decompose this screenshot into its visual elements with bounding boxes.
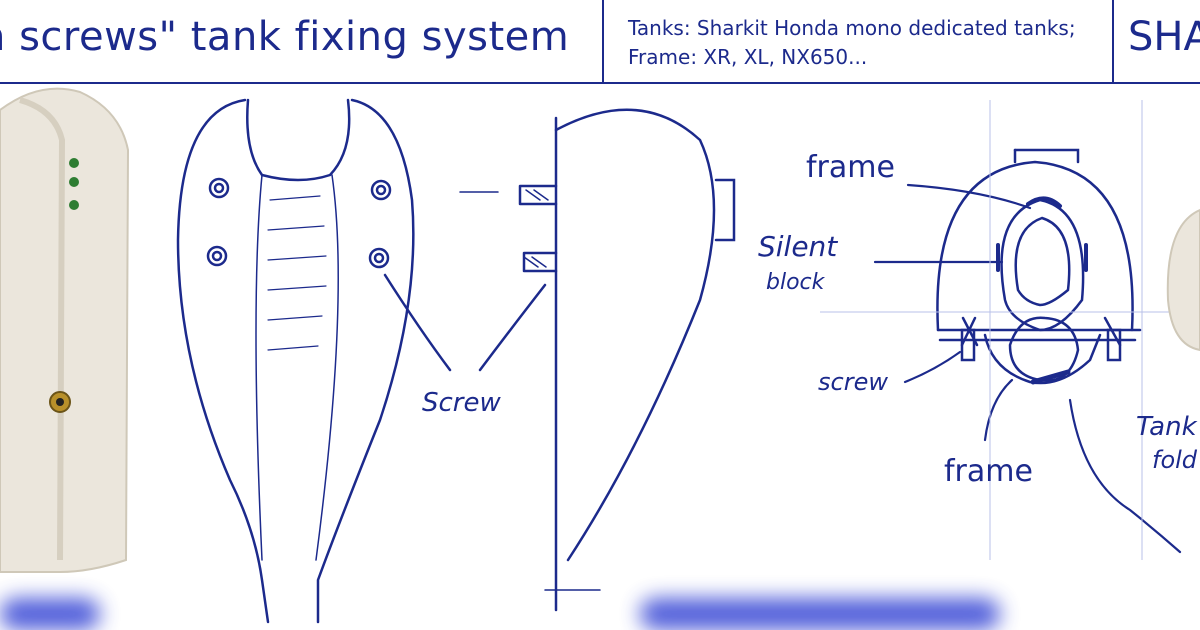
tank-cross-section: [936, 148, 1142, 385]
label-screw-section: screw: [818, 368, 888, 396]
label-block: block: [766, 270, 825, 295]
header-divider-left: [602, 0, 604, 82]
header-banner: n screws" tank fixing system Tanks: Shar…: [0, 0, 1200, 84]
header-divider-right: [1112, 0, 1114, 82]
header-info-frame: Frame: XR, XL, NX650...: [628, 45, 868, 69]
bottom-glow-center: [640, 598, 1000, 630]
tank-side-view: [459, 108, 736, 612]
label-frame-top: frame: [806, 150, 895, 185]
label-fold: fold: [1152, 446, 1198, 474]
tank-photo-right: [1166, 208, 1200, 352]
screw-hole-photo-2: [69, 177, 79, 187]
tank-photo: [0, 87, 130, 573]
header-info-tanks: Tanks: Sharkit Honda mono dedicated tank…: [628, 16, 1076, 40]
bottom-glow-left: [0, 598, 100, 630]
label-silent: Silent: [758, 230, 838, 263]
label-frame-bottom: frame: [944, 454, 1033, 489]
label-tank: Tank: [1136, 412, 1197, 442]
label-screw-top-view: Screw: [422, 388, 501, 418]
tank-top-view: [176, 98, 547, 624]
header-info: Tanks: Sharkit Honda mono dedicated tank…: [628, 14, 1108, 72]
brand-logo-text: SHA: [1128, 14, 1200, 60]
label-leaders: [873, 183, 1182, 554]
screw-hole-photo-3: [69, 200, 79, 210]
paper-grid: [820, 100, 1190, 560]
screw-hole-photo-1: [69, 158, 79, 168]
page-title: n screws" tank fixing system: [0, 14, 570, 60]
